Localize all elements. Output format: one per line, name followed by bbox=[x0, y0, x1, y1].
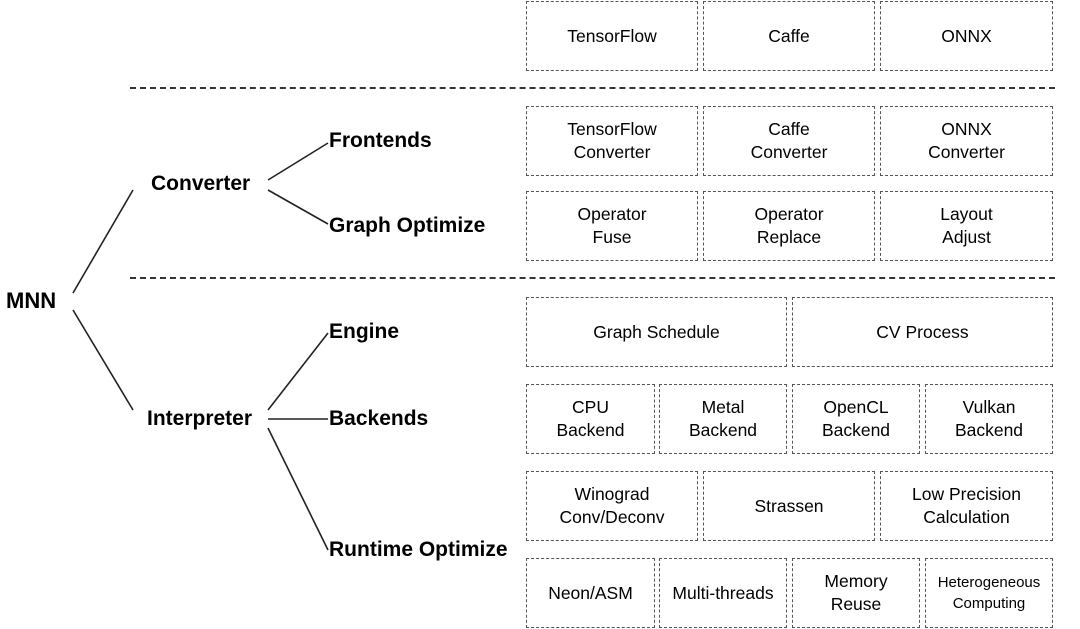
separator-middle bbox=[130, 277, 1055, 279]
link-converter-frontends bbox=[267, 142, 329, 181]
link-interpreter-runtime-optimize bbox=[267, 427, 329, 551]
box-multi-threads: Multi-threads bbox=[659, 558, 787, 628]
box-onnx: ONNX bbox=[880, 1, 1053, 71]
backends-node: Backends bbox=[329, 407, 429, 430]
box-strassen: Strassen bbox=[703, 471, 875, 541]
link-mnn-converter bbox=[72, 189, 134, 294]
runtime-optimize-node: Runtime Optimize bbox=[329, 538, 508, 561]
separator-top bbox=[130, 87, 1055, 89]
root-node: MNN bbox=[6, 288, 57, 313]
converter-node: Converter bbox=[151, 172, 251, 195]
link-mnn-interpreter bbox=[72, 309, 134, 411]
engine-node: Engine bbox=[329, 320, 400, 343]
link-converter-graph-optimize bbox=[267, 189, 329, 225]
box-caffe: Caffe bbox=[703, 1, 875, 71]
link-interpreter-engine bbox=[267, 332, 329, 411]
box-neon-asm: Neon/ASM bbox=[526, 558, 655, 628]
interpreter-node: Interpreter bbox=[147, 407, 253, 430]
frontends-node: Frontends bbox=[329, 129, 432, 152]
box-graph-schedule: Graph Schedule bbox=[526, 297, 787, 367]
graph-optimize-node: Graph Optimize bbox=[329, 214, 486, 237]
box-cv-process: CV Process bbox=[792, 297, 1053, 367]
box-tensorflow: TensorFlow bbox=[526, 1, 698, 71]
